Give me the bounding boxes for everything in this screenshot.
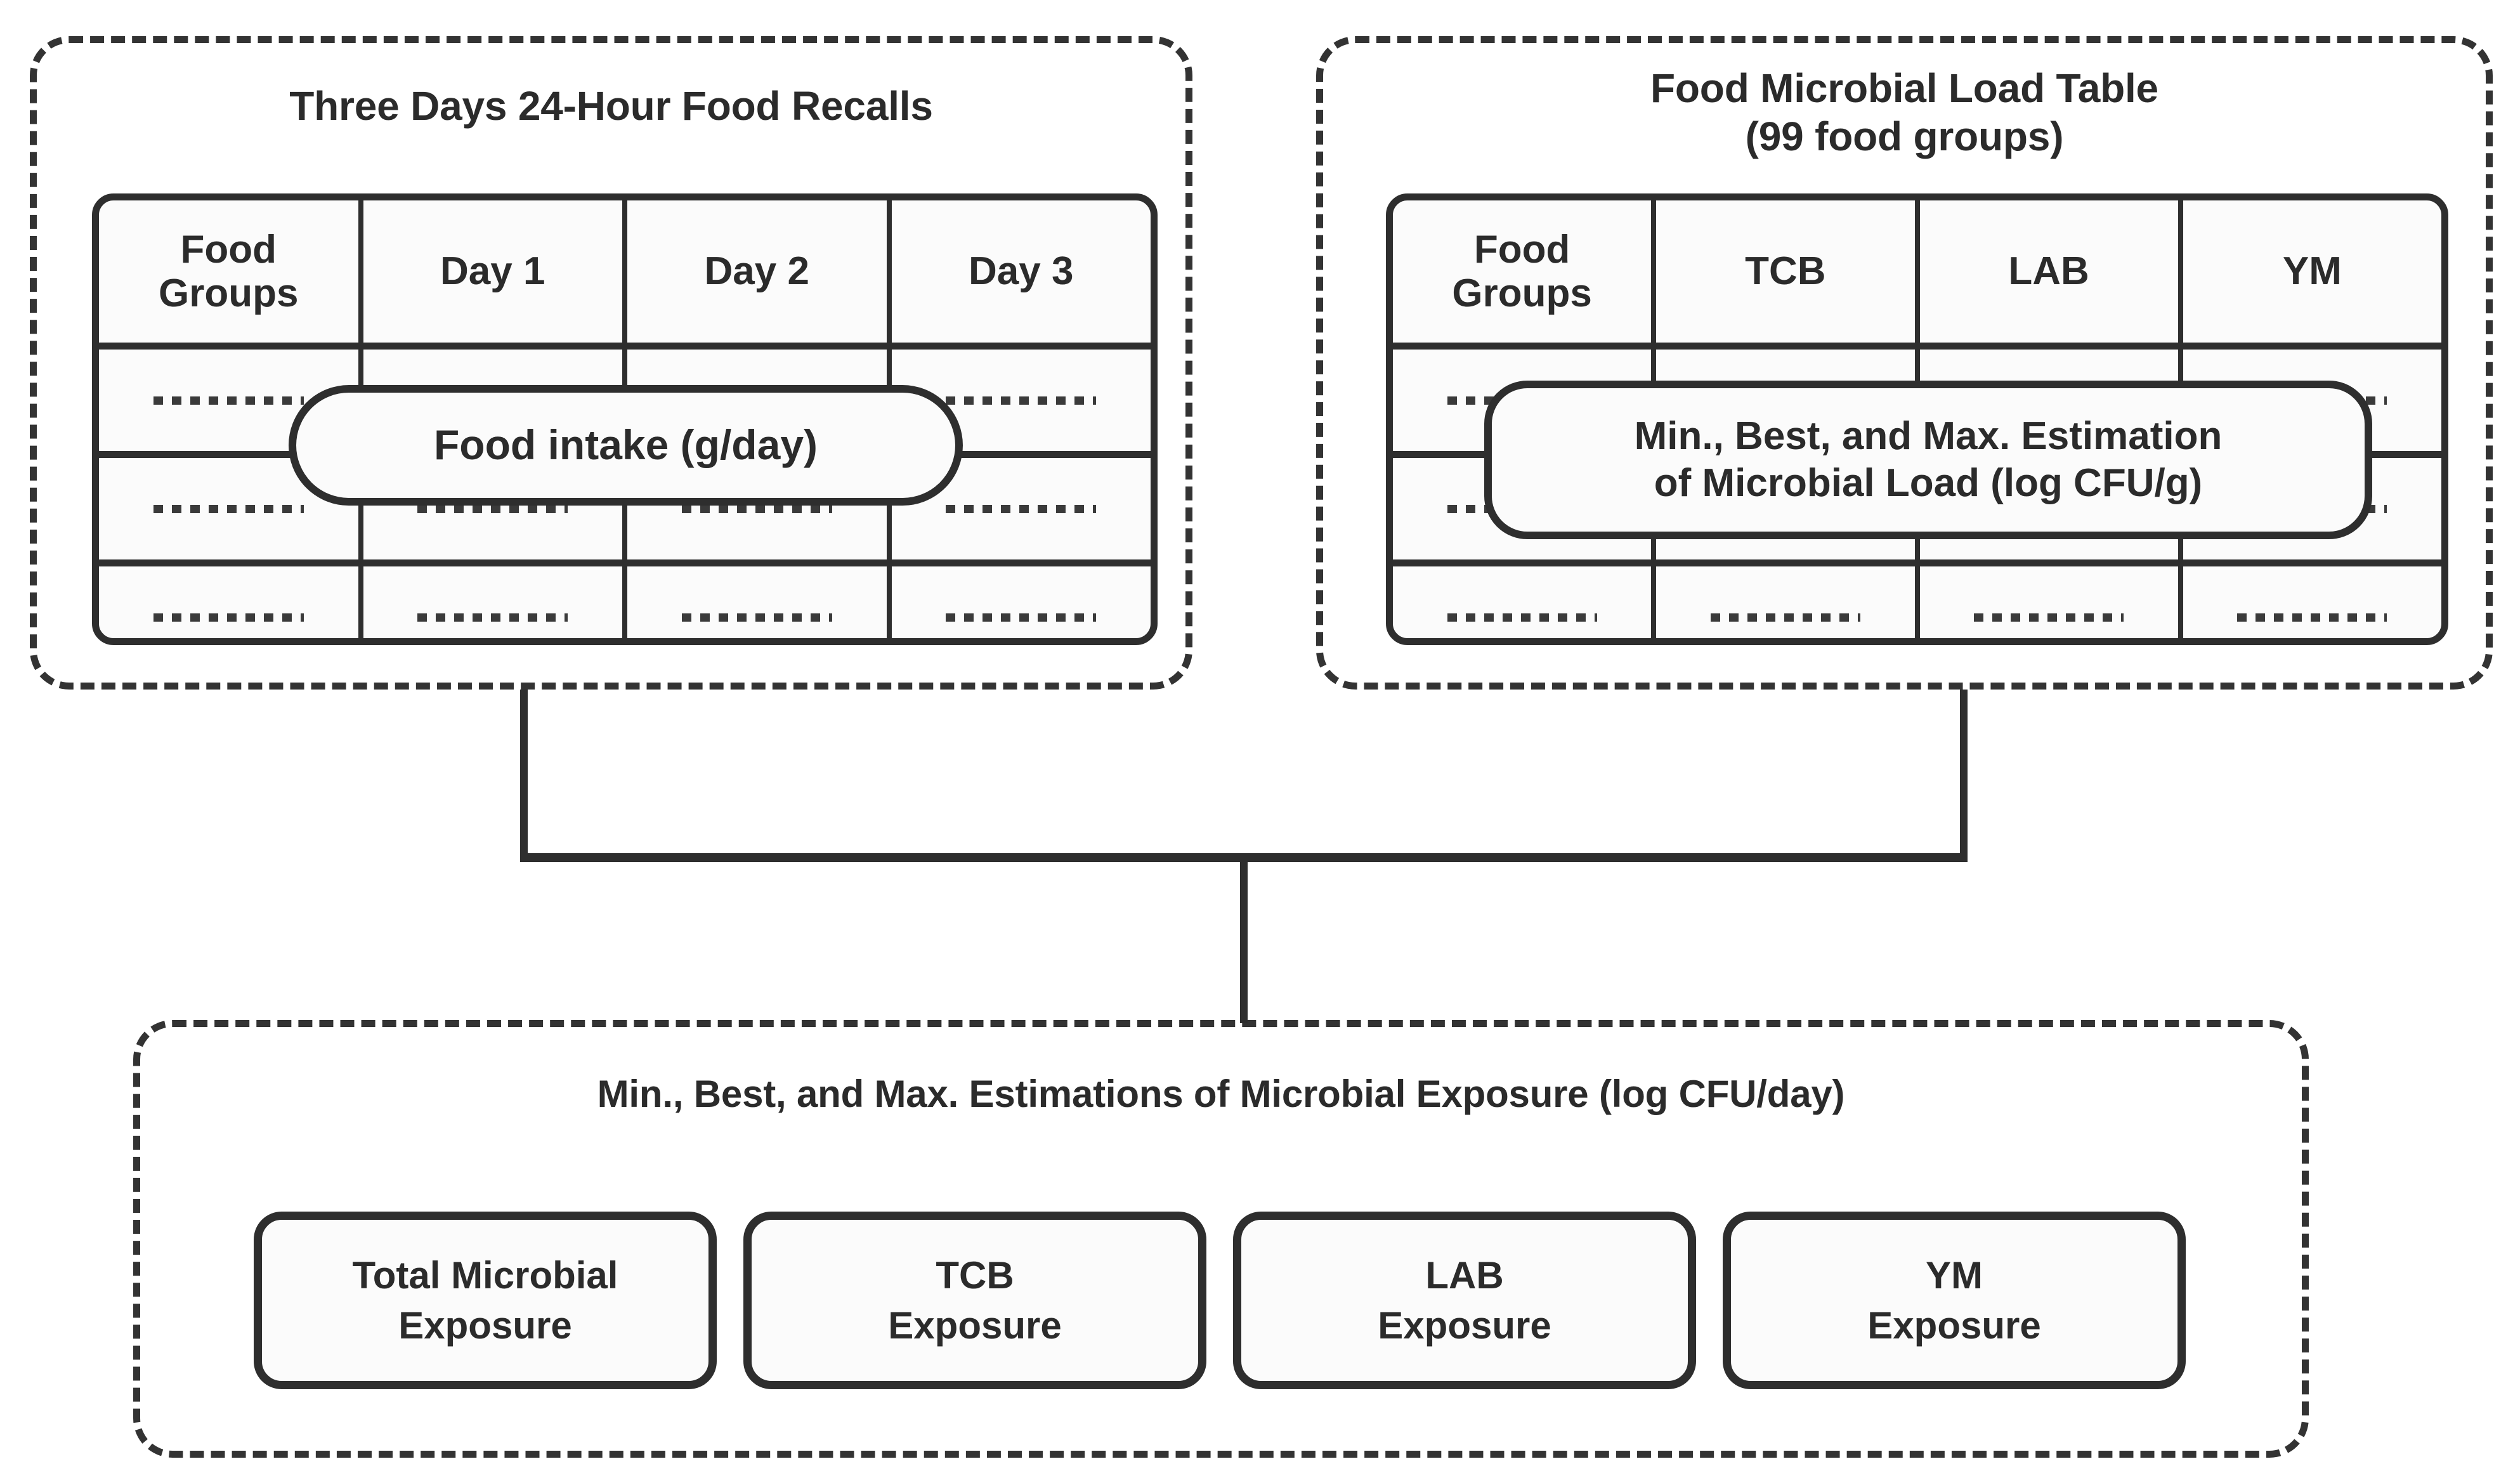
table-cell (2177, 566, 2441, 638)
panel-title-microbial-exposure: Min., Best, and Max. Estimations of Micr… (597, 1073, 1845, 1115)
panel-food-microbial-load-table (1316, 36, 2493, 690)
table-cell (1393, 566, 1651, 638)
table-row (99, 559, 1151, 638)
column-header-lab: LAB (1914, 200, 2178, 343)
table-row (1393, 559, 2441, 638)
table-cell (99, 566, 358, 638)
table-cell (622, 458, 887, 559)
outcome-box-lab-exposure: LAB Exposure (1233, 1212, 1696, 1389)
table-header-row: Food Groups Day 1 Day 2 Day 3 (99, 200, 1151, 343)
table-cell (886, 566, 1151, 638)
outcome-box-ym-exposure: YM Exposure (1723, 1212, 2186, 1389)
placeholder-dots (946, 504, 1097, 513)
placeholder-dots (681, 613, 832, 622)
column-header-food-groups: Food Groups (159, 227, 299, 315)
outcome-box-total-microbial-exposure: Total Microbial Exposure (254, 1212, 717, 1389)
column-header-tcb: TCB (1651, 200, 1914, 343)
column-header-food-groups: Food Groups (1452, 227, 1592, 315)
placeholder-dots (1974, 613, 2124, 622)
panel-microbial-exposure (133, 1020, 2309, 1458)
panel-title-food-recalls: Three Days 24-Hour Food Recalls (289, 83, 933, 129)
column-header-day-1: Day 1 (358, 200, 623, 343)
placeholder-dots (946, 396, 1097, 405)
table-cell (622, 566, 887, 638)
table-cell (99, 458, 358, 559)
column-header-ym: YM (2177, 200, 2441, 343)
placeholder-dots (153, 396, 304, 405)
placeholder-dots (1710, 613, 1860, 622)
column-header-day-3: Day 3 (886, 200, 1151, 343)
placeholder-dots (1447, 613, 1597, 622)
placeholder-dots (2237, 613, 2387, 622)
outcome-box-tcb-exposure: TCB Exposure (743, 1212, 1206, 1389)
table-cell (1914, 566, 2178, 638)
callout-food-intake: Food intake (g/day) (289, 385, 963, 506)
placeholder-dots (153, 613, 304, 622)
placeholder-dots (417, 613, 568, 622)
table-cell (358, 566, 623, 638)
table-cell (99, 350, 358, 451)
table-cell (1651, 566, 1914, 638)
column-header-day-2: Day 2 (622, 200, 887, 343)
placeholder-dots (681, 504, 832, 513)
table-cell (886, 458, 1151, 559)
table-cell (358, 458, 623, 559)
panel-three-days-food-recalls (30, 36, 1192, 690)
placeholder-dots (946, 613, 1097, 622)
connector-left-vertical (520, 690, 528, 861)
connector-right-vertical (1960, 690, 1968, 861)
panel-title-microbial-load-table: Food Microbial Load Table (99 food group… (1650, 65, 2158, 159)
placeholder-dots (153, 504, 304, 513)
callout-microbial-load-estimation: Min., Best, and Max. Estimation of Micro… (1484, 381, 2372, 539)
placeholder-dots (417, 504, 568, 513)
table-header-row: Food Groups TCB LAB YM (1393, 200, 2441, 343)
connector-center-vertical (1240, 853, 1248, 1023)
